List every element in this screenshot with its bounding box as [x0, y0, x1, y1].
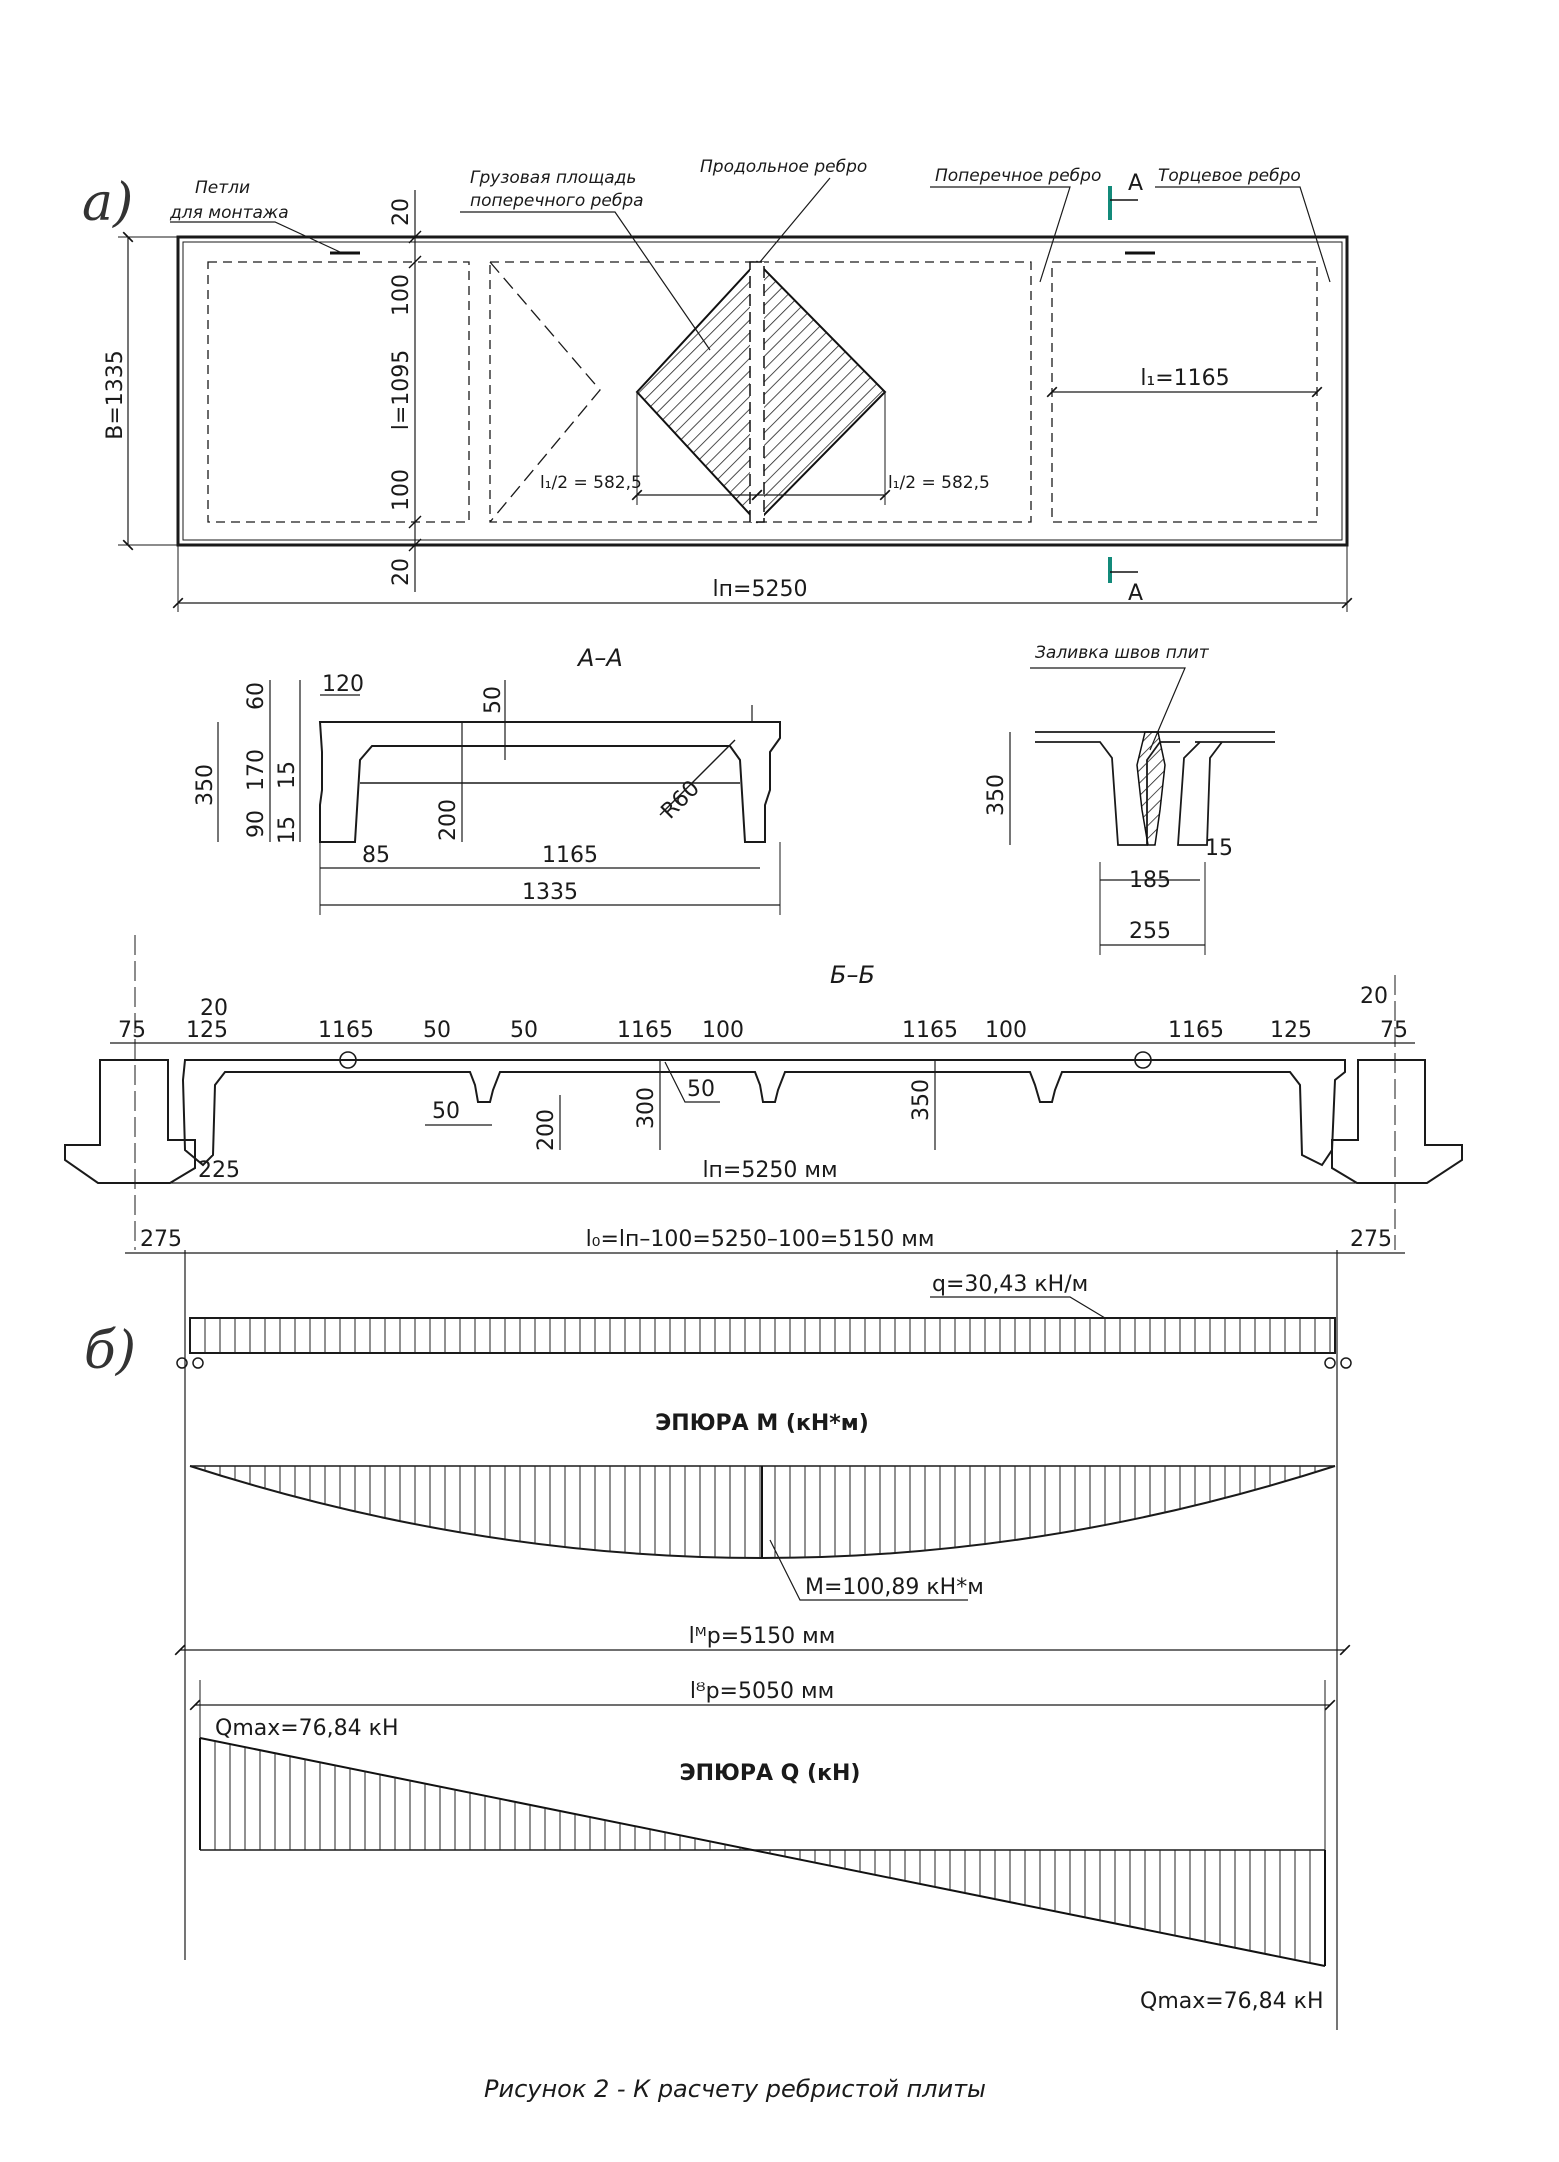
bb-d275-right: 275	[1350, 1227, 1392, 1252]
load-value: q=30,43 кН/м	[932, 1272, 1088, 1297]
dim-100-bottom: 100	[389, 469, 414, 511]
dim-l: l=1095	[389, 350, 414, 431]
joint-grout	[1136, 731, 1166, 846]
bb-dim-ln: lп=5250 мм	[702, 1158, 837, 1183]
section-bb-profile	[181, 1059, 1346, 1167]
bb-dim-l0: l₀=lп–100=5250–100=5150 мм	[586, 1227, 935, 1252]
bb-top-dim: 50	[510, 1018, 538, 1043]
bb-top-dim: 20	[200, 996, 228, 1021]
diagrams-label: б)	[84, 1321, 136, 1381]
q-max-right: Qmax=76,84 кН	[1140, 1989, 1324, 2014]
bb-d50-rib: 50	[432, 1099, 460, 1124]
section-mark-top-label: А	[1128, 171, 1143, 196]
support-right	[1331, 1059, 1463, 1184]
aa-d50: 50	[481, 686, 506, 714]
bb-top-dim: 125	[186, 1018, 228, 1043]
q-diagram-line	[199, 1737, 1326, 1967]
joint-label: Заливка швов плит	[1035, 643, 1210, 663]
aa-d90: 90	[244, 810, 269, 838]
section-mark-bottom-label: А	[1128, 581, 1143, 606]
bb-d225: 225	[198, 1158, 240, 1183]
bb-top-dim: 100	[702, 1018, 744, 1043]
bb-top-dim: 1165	[617, 1018, 673, 1043]
dim-lm: lᴹр=5150 мм	[689, 1624, 836, 1649]
q-max-left: Qmax=76,84 кН	[215, 1716, 399, 1741]
dim-lq: lᴽр=5050 мм	[690, 1679, 834, 1704]
bb-top-dims: 75 20 125 1165 50 50 1165 100 1165 100 1…	[118, 984, 1408, 1043]
aa-d15b: 15	[275, 816, 300, 844]
dim-B: B=1335	[103, 350, 128, 440]
panel-left	[207, 261, 470, 523]
dim-ln: lп=5250	[713, 577, 808, 602]
bb-top-dim: 75	[1380, 1018, 1408, 1043]
joint-d255: 255	[1129, 919, 1171, 944]
section-bb: Б–Б 75 20 125 1165 50 50 1165 100 1165 1…	[64, 935, 1463, 1254]
figure-caption: Рисунок 2 - К расчету ребристой плиты	[484, 2075, 986, 2103]
lifting-loop-bb-right	[1134, 1051, 1152, 1069]
dim-half-left: l₁/2 = 582,5	[540, 473, 642, 493]
q-diagram-hatch	[214, 1741, 1311, 1963]
aa-d200: 200	[436, 799, 461, 841]
loops-label-2: для монтажа	[169, 203, 289, 223]
aa-d120: 120	[322, 672, 364, 697]
load-area-label-2: поперечного ребра	[470, 191, 644, 211]
section-bb-title: Б–Б	[830, 961, 875, 989]
bb-top-dim: 100	[985, 1018, 1027, 1043]
dim-half-right: l₁/2 = 582,5	[888, 473, 990, 493]
bb-d200: 200	[534, 1109, 559, 1151]
longitudinal-rib-label: Продольное ребро	[700, 157, 867, 177]
aa-d1165: 1165	[542, 843, 598, 868]
slab-outline	[176, 235, 1349, 547]
bb-top-dim: 1165	[902, 1018, 958, 1043]
aa-d1335: 1335	[522, 880, 578, 905]
m-max-value: M=100,89 кН*м	[805, 1575, 984, 1600]
load-hatch	[204, 1318, 1331, 1353]
aa-d350: 350	[193, 764, 218, 806]
section-aa: А–А 350 60 170 90 15 15 120 50 200 R60 8…	[193, 644, 781, 915]
dim-100-top: 100	[389, 274, 414, 316]
bb-top-dim: 75	[118, 1018, 146, 1043]
m-diagram-title: ЭПЮРА М (кН*м)	[655, 1411, 869, 1436]
longitudinal-rib	[749, 261, 765, 523]
m-diagram-hatch	[204, 1466, 1331, 1558]
aa-d60: 60	[244, 682, 269, 710]
lifting-loop-bb-left	[339, 1051, 357, 1069]
dim-20-top: 20	[389, 198, 414, 226]
plan-view: а) Петли для монтажа Грузовая площадь по…	[82, 157, 1353, 612]
bb-top-dim: 20	[1360, 984, 1388, 1009]
pin-support-left	[176, 1357, 188, 1369]
q-diagram-title: ЭПЮРА Q (кН)	[679, 1761, 860, 1786]
bb-top-dim: 1165	[1168, 1018, 1224, 1043]
load-area-label-1: Грузовая площадь	[470, 168, 636, 188]
aa-d85: 85	[362, 843, 390, 868]
diagrams: б) q=30,43 кН/м ЭПЮРА М (кН*м) M=100,89 …	[84, 1250, 1352, 2030]
end-rib-label: Торцевое ребро	[1158, 166, 1301, 186]
transverse-rib-label: Поперечное ребро	[935, 166, 1101, 186]
joint-d15: 15	[1205, 836, 1233, 861]
distributed-load	[189, 1317, 1336, 1354]
joint-d350: 350	[984, 774, 1009, 816]
section-aa-title: А–А	[576, 644, 623, 672]
bb-d50-b: 50	[687, 1077, 715, 1102]
loops-label-1: Петли	[195, 178, 250, 198]
dim-20-bottom: 20	[389, 558, 414, 586]
bb-top-dim: 50	[423, 1018, 451, 1043]
joint-d185: 185	[1129, 868, 1171, 893]
support-left	[64, 1059, 196, 1184]
bb-d300: 300	[634, 1087, 659, 1129]
dim-l1: l₁=1165	[1140, 366, 1229, 391]
plan-label: а)	[82, 173, 133, 233]
pin-support-right	[1324, 1357, 1336, 1369]
bb-top-dim: 125	[1270, 1018, 1312, 1043]
bb-d275-left: 275	[140, 1227, 182, 1252]
aa-d170: 170	[244, 749, 269, 791]
section-aa-profile	[318, 721, 781, 843]
bb-top-dim: 1165	[318, 1018, 374, 1043]
bb-d350: 350	[909, 1079, 934, 1121]
aa-d15a: 15	[275, 761, 300, 789]
joint-detail: Заливка швов плит 350 15 185 255	[984, 643, 1275, 955]
